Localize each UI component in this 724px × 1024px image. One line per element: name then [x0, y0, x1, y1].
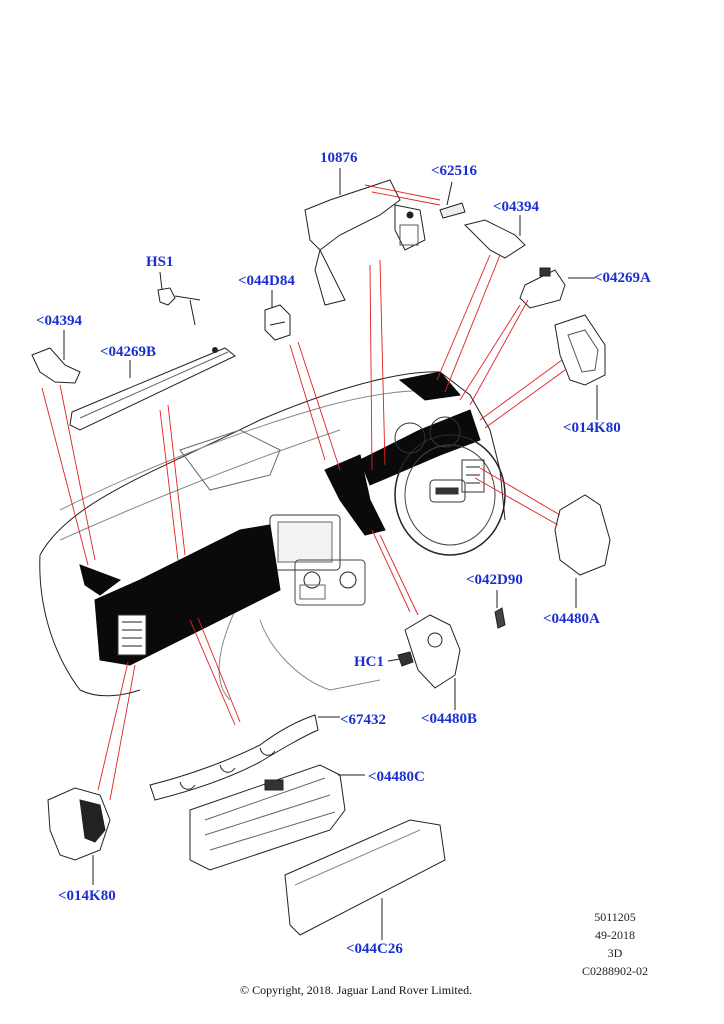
part-04269B-rail — [69, 347, 236, 431]
part-10876-bracket — [304, 179, 426, 306]
part-62516-clip — [439, 202, 466, 219]
part-04480C-airbag-module — [189, 764, 346, 871]
callout-HC1[interactable]: HC1 — [354, 654, 384, 670]
callout-04480C[interactable]: <04480C — [368, 769, 425, 785]
callout-67432[interactable]: <67432 — [340, 712, 387, 728]
part-67432-duct — [149, 714, 319, 801]
reference-view: 3D — [607, 946, 623, 960]
copyright-notice: © Copyright, 2018. Jaguar Land Rover Lim… — [240, 983, 473, 997]
callout-044C26[interactable]: <044C26 — [346, 941, 403, 957]
part-04269A-switch — [519, 267, 566, 309]
part-04480A-airbag-cover — [554, 494, 611, 576]
callout-04269B[interactable]: <04269B — [100, 344, 157, 360]
part-014K80-right-vent-surround — [554, 314, 606, 386]
part-044D84-bracket — [264, 304, 291, 341]
callout-044D84[interactable]: <044D84 — [238, 273, 295, 289]
part-044C26-airbag-lid — [284, 819, 446, 936]
callout-pointers — [63, 168, 598, 940]
callout-HS1[interactable]: HS1 — [146, 254, 174, 270]
callout-014K80-right[interactable]: <014K80 — [563, 420, 621, 436]
callout-10876[interactable]: 10876 — [320, 150, 358, 166]
callout-62516[interactable]: <62516 — [431, 163, 478, 179]
part-04480B-knee-panel — [404, 614, 461, 689]
part-HS1-clip — [157, 287, 201, 326]
part-014K80-left-vent-surround — [47, 787, 111, 861]
callout-04394-left[interactable]: <04394 — [36, 313, 83, 329]
callout-014K80-left[interactable]: <014K80 — [58, 888, 116, 904]
part-042D90-clip — [494, 607, 506, 629]
leader-lines — [41, 184, 566, 801]
part-04394-left-trim — [31, 347, 81, 384]
reference-illustration-id: C0288902-02 — [582, 964, 648, 978]
callout-04480A[interactable]: <04480A — [543, 611, 600, 627]
reference-number: 5011205 — [594, 910, 636, 924]
part-04394-top-trim — [464, 219, 526, 259]
part-HC1-clip — [397, 651, 414, 667]
callout-04269A[interactable]: <04269A — [594, 270, 651, 286]
callout-04480B[interactable]: <04480B — [421, 711, 478, 727]
reference-date: 49-2018 — [595, 928, 635, 942]
callout-042D90[interactable]: <042D90 — [466, 572, 523, 588]
callout-04394-top[interactable]: <04394 — [493, 199, 540, 215]
dashboard-assembly — [39, 371, 506, 701]
